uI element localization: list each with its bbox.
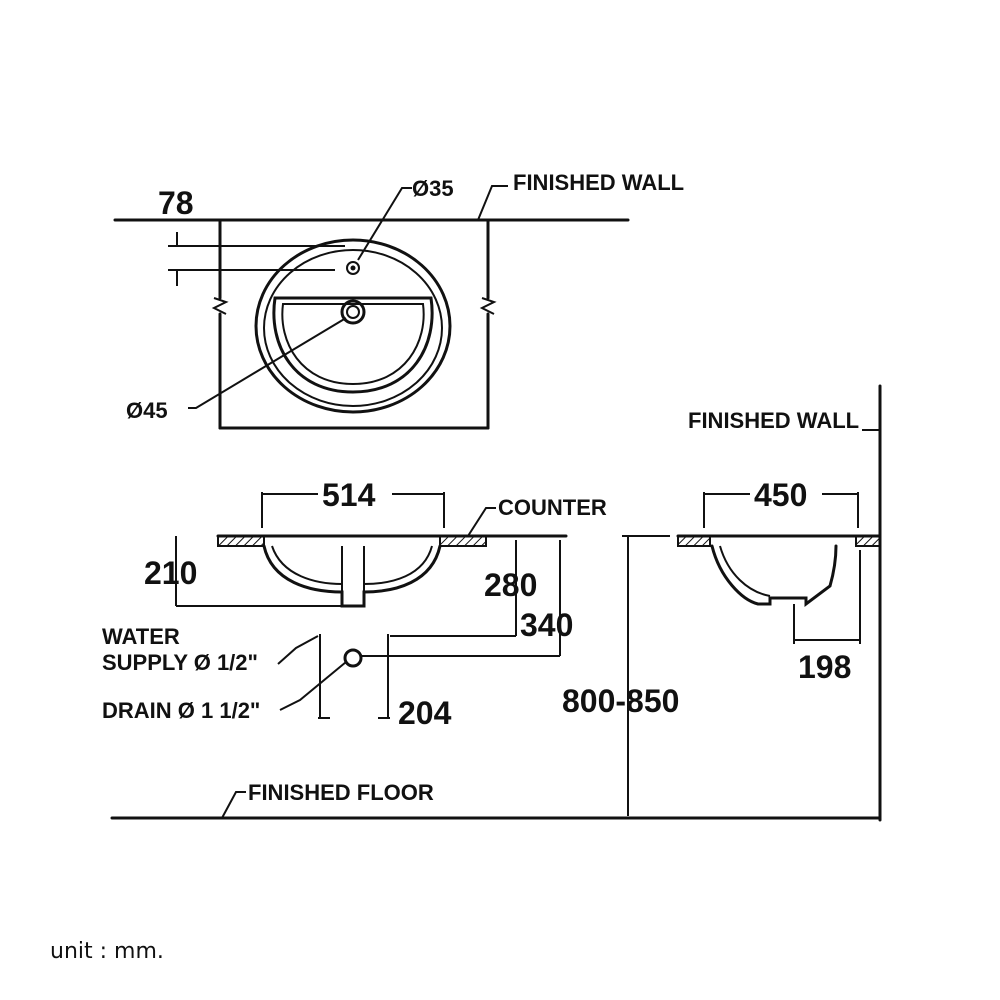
dim-450-label: 450 [754, 477, 807, 513]
dim-514-label: 514 [322, 477, 376, 513]
counter-label: COUNTER [498, 495, 607, 520]
water-supply-leader [277, 635, 319, 665]
basin-body-side [710, 544, 838, 607]
counter-section-left [217, 535, 265, 547]
dim-800-850-label: 800-850 [562, 683, 679, 719]
dim-340-label: 340 [520, 607, 573, 643]
tap-hole [346, 261, 360, 275]
finished-wall-label-side: FINISHED WALL [688, 408, 859, 433]
drain-hole-inner [346, 305, 360, 319]
basin-inner-side [719, 545, 771, 597]
drain-hole [340, 299, 366, 325]
side-elevation: FINISHED WALL 450 198 [676, 384, 882, 822]
drain-leader [279, 661, 347, 711]
basin-inner-rim [263, 249, 443, 407]
plan-view: 78 Ø35 FINISHED WALL Ø45 [113, 170, 684, 430]
drain-label: DRAIN Ø 1 1/2" [102, 698, 260, 723]
break-mark-right [479, 297, 497, 315]
basin-inner-front-left [271, 545, 343, 585]
dim-78-label: 78 [158, 185, 194, 221]
water-supply-label-line2: SUPPLY Ø 1/2" [102, 650, 258, 675]
basin-outer-rim [254, 238, 452, 414]
front-elevation: 514 COUNTER 210 280 340 204 WATER SUPPLY… [102, 477, 679, 816]
break-mark-left [211, 297, 229, 315]
counter-leader [467, 507, 496, 537]
finished-wall-label-top: FINISHED WALL [513, 170, 684, 195]
basin-bowl-inner [281, 303, 425, 386]
tap-hole-leader [357, 187, 412, 261]
counter-section-right [439, 535, 487, 547]
dim-198-label: 198 [798, 649, 851, 685]
drain-hole-leader [188, 317, 347, 409]
water-supply-label-line1: WATER [102, 624, 180, 649]
drain-point-marker [343, 648, 363, 668]
tap-hole-label: Ø35 [412, 176, 454, 201]
dim-280-label: 280 [484, 567, 537, 603]
tap-hole-center [350, 265, 356, 271]
dim-210-label: 210 [144, 555, 197, 591]
basin-body-front [262, 544, 442, 608]
finished-wall-leader-top [477, 185, 508, 221]
basin-inner-front-right [363, 545, 433, 585]
drain-hole-label: Ø45 [126, 398, 168, 423]
finished-floor-leader [221, 791, 246, 819]
finished-floor-label: FINISHED FLOOR [248, 780, 434, 805]
basin-bowl [272, 296, 434, 394]
unit-note: unit : mm. [50, 939, 164, 964]
floor: FINISHED FLOOR [110, 780, 882, 820]
dim-204-label: 204 [398, 695, 452, 731]
